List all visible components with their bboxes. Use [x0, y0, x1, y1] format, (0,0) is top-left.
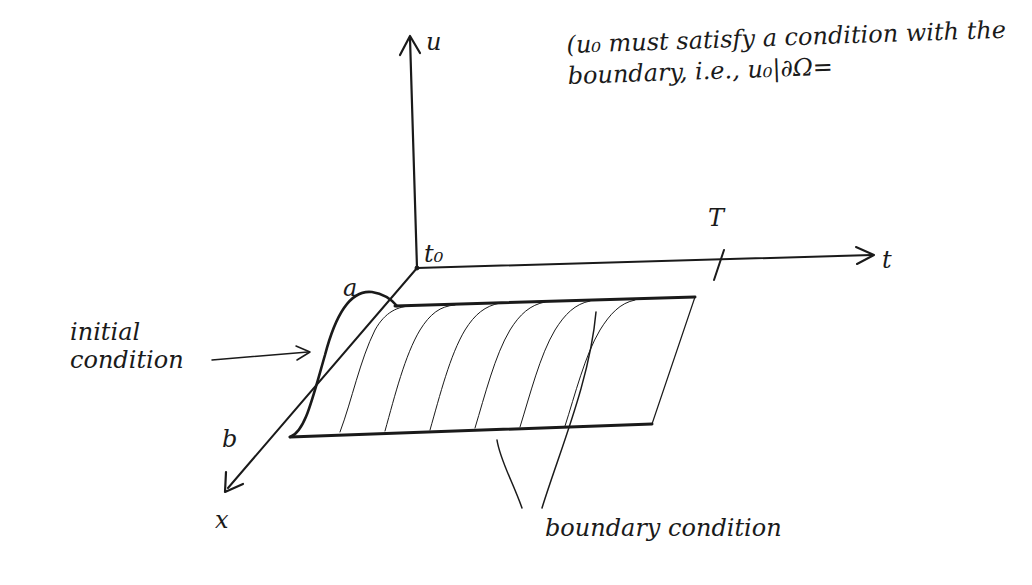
axis-label: t₀ — [424, 240, 443, 268]
callout-label: boundary condition — [545, 514, 782, 542]
axis-label: t — [882, 246, 892, 274]
callout-label: initial condition — [70, 318, 210, 374]
tick-label: T — [708, 204, 724, 232]
point-label: a — [343, 274, 357, 302]
note-text: (u₀ must satisfy a condition with the bo… — [566, 14, 1030, 92]
axis-label: x — [215, 506, 229, 534]
point-label: b — [222, 425, 237, 453]
axis-label: u — [426, 28, 441, 56]
